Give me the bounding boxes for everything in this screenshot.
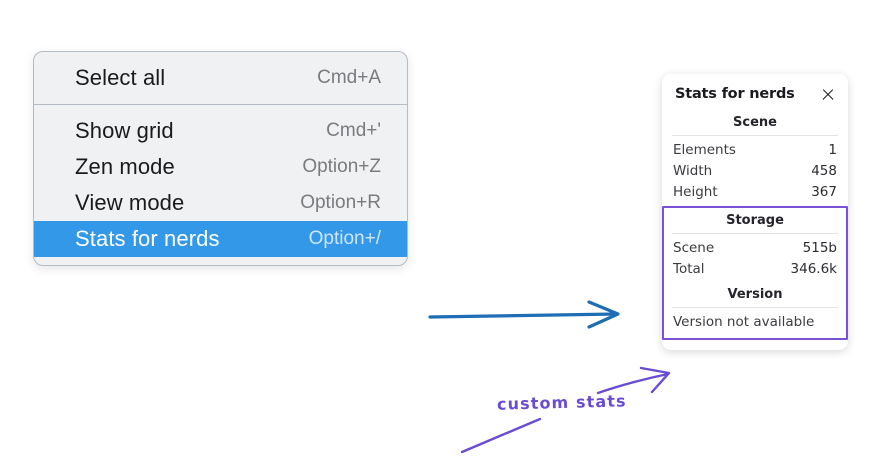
menu-item-label: Zen mode bbox=[75, 154, 175, 179]
stat-value: 458 bbox=[811, 162, 837, 179]
storage-section-heading: Storage bbox=[726, 213, 784, 228]
menu-item-view-mode[interactable]: View mode Option+R bbox=[34, 185, 407, 221]
scene-section-heading: Scene bbox=[733, 115, 777, 130]
stat-label: Elements bbox=[673, 141, 736, 158]
purple-underline-annotation bbox=[460, 417, 542, 454]
menu-item-shortcut: Option+R bbox=[300, 192, 381, 213]
stats-for-nerds-panel: Stats for nerds Scene Elements 1 Width 4… bbox=[662, 74, 848, 350]
stat-value: 346.6k bbox=[790, 260, 837, 277]
menu-item-zen-mode[interactable]: Zen mode Option+Z bbox=[34, 149, 407, 185]
stat-label: Width bbox=[673, 162, 713, 179]
version-note: Version not available bbox=[673, 314, 815, 330]
stat-value: 1 bbox=[828, 141, 837, 158]
menu-item-label: Show grid bbox=[75, 118, 174, 143]
context-menu[interactable]: Select all Cmd+A Show grid Cmd+' Zen mod… bbox=[33, 51, 408, 266]
stat-label: Height bbox=[673, 183, 718, 200]
menu-group-1: Select all Cmd+A bbox=[34, 52, 407, 104]
menu-item-shortcut: Option+/ bbox=[308, 228, 381, 249]
stat-row: Total 346.6k bbox=[671, 258, 839, 279]
section-divider bbox=[672, 233, 838, 234]
custom-stats-annotation-label: custom stats bbox=[496, 391, 627, 414]
stat-row: Height 367 bbox=[671, 181, 839, 202]
stats-panel-header: Stats for nerds bbox=[662, 86, 848, 102]
menu-item-shortcut: Cmd+A bbox=[317, 67, 381, 88]
menu-group-2: Show grid Cmd+' Zen mode Option+Z View m… bbox=[34, 104, 407, 265]
menu-item-stats-for-nerds[interactable]: Stats for nerds Option+/ bbox=[34, 221, 407, 257]
stat-row: Scene 515b bbox=[671, 237, 839, 258]
stat-value: 515b bbox=[802, 239, 837, 256]
menu-item-shortcut: Option+Z bbox=[302, 156, 381, 177]
stat-row: Elements 1 bbox=[671, 139, 839, 160]
version-section-heading: Version bbox=[727, 287, 783, 302]
scene-section: Scene Elements 1 Width 458 Height 367 bbox=[662, 114, 848, 202]
stat-value: 367 bbox=[811, 183, 837, 200]
blue-arrow-annotation bbox=[428, 300, 620, 329]
menu-item-label: Stats for nerds bbox=[75, 226, 220, 251]
menu-item-label: Select all bbox=[75, 65, 166, 90]
section-divider bbox=[672, 307, 838, 308]
stat-label: Scene bbox=[673, 239, 715, 256]
custom-stats-highlight-box: Storage Scene 515b Total 346.6k Version … bbox=[662, 206, 848, 340]
menu-item-show-grid[interactable]: Show grid Cmd+' bbox=[34, 113, 407, 149]
purple-arrow-annotation bbox=[596, 366, 671, 395]
stats-panel-title: Stats for nerds bbox=[675, 86, 795, 102]
stat-row: Width 458 bbox=[671, 160, 839, 181]
section-divider bbox=[672, 135, 838, 136]
menu-item-label: View mode bbox=[75, 190, 185, 215]
close-icon[interactable] bbox=[820, 86, 836, 102]
menu-item-select-all[interactable]: Select all Cmd+A bbox=[34, 60, 407, 96]
menu-item-shortcut: Cmd+' bbox=[326, 120, 381, 141]
stat-label: Total bbox=[673, 260, 705, 277]
